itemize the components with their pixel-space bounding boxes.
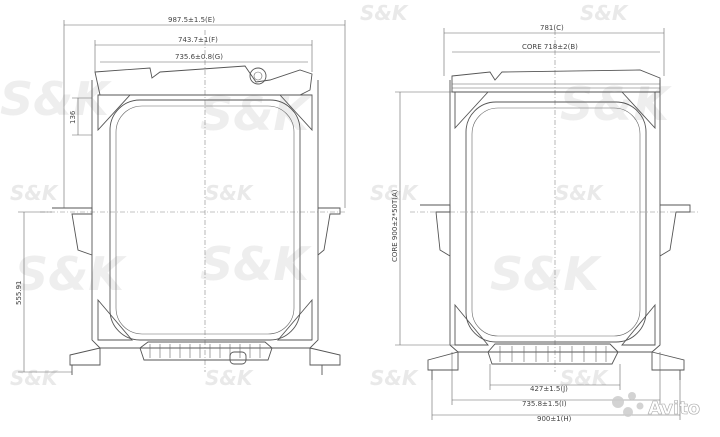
radiator-core-inner <box>115 105 295 335</box>
watermark: S&K <box>200 237 312 291</box>
dim-side-height-label: 555.91 <box>15 281 23 306</box>
watermark: S&K <box>370 366 419 390</box>
avito-badge: Avito <box>612 392 700 419</box>
dim-bottom-3-label: 900±1(H) <box>537 415 572 423</box>
watermark: S&K <box>205 181 254 205</box>
avito-dot-icon <box>628 392 636 400</box>
gusset-top-left <box>97 94 132 132</box>
watermark: S&K <box>370 181 419 205</box>
front-view: 987.5±1.5(E) 743.7±1(F) 735.6±0.8(G) 136… <box>15 16 346 375</box>
watermark: S&K <box>200 87 312 141</box>
side-view: 781(C) CORE 718±2(B) CORE 900±2*50T(A) 4… <box>391 24 700 423</box>
dim-core-width-label: CORE 718±2(B) <box>522 43 578 51</box>
dim-overall-depth-label: 781(C) <box>540 24 564 32</box>
avito-dot-icon <box>636 402 644 410</box>
mount-bracket-left <box>420 204 451 257</box>
gusset-bottom-right <box>621 303 656 346</box>
mount-bracket-left <box>52 207 93 256</box>
gusset-bottom-left <box>97 298 133 341</box>
dim-top-offset-label: 136 <box>69 110 77 124</box>
dim-bottom-1-label: 427±1.5(J) <box>530 385 568 393</box>
foot-left <box>69 347 101 366</box>
watermark: S&K <box>10 366 59 390</box>
dim-core-height-label: CORE 900±2*50T(A) <box>391 189 399 262</box>
foot-right <box>651 351 685 371</box>
radiator-core-inner <box>471 107 641 337</box>
dim-inner-width-label: 735.6±0.8(G) <box>175 53 223 61</box>
radiator-core <box>465 101 647 343</box>
avito-dot-icon <box>612 396 624 408</box>
dim-overall-width-label: 987.5±1.5(E) <box>168 16 215 24</box>
watermark: S&K <box>360 1 409 25</box>
bottom-tank <box>139 341 273 361</box>
mount-bracket-right <box>659 204 691 257</box>
watermark: S&K <box>580 1 629 25</box>
outer-frame <box>449 80 661 353</box>
bottom-tank <box>487 343 619 365</box>
dim-upper-width-label: 743.7±1(F) <box>178 36 218 44</box>
gusset-bottom-right <box>277 298 313 341</box>
top-tank-seam <box>452 83 660 89</box>
watermark: S&K <box>555 181 604 205</box>
top-tank <box>451 69 661 93</box>
outlet-pipe <box>229 351 247 365</box>
avito-logo-text: Avito <box>648 398 700 419</box>
filler-neck-inner <box>253 71 263 81</box>
gusset-top-right <box>278 94 313 132</box>
outer-frame <box>91 80 319 349</box>
gusset-bottom-left <box>454 303 489 346</box>
bottom-tank-ribs <box>149 344 261 358</box>
watermark: S&K <box>0 72 112 126</box>
foot-left <box>427 351 459 371</box>
watermark: S&K <box>560 77 672 131</box>
bottom-tank-ribs <box>499 346 607 362</box>
gusset-top-right <box>620 91 656 130</box>
watermark: S&K <box>490 247 602 301</box>
watermark-layer: S&K S&K S&K S&K S&K S&K S&K S&K S&K S&K … <box>0 1 672 390</box>
watermark: S&K <box>205 366 254 390</box>
watermark: S&K <box>15 247 127 301</box>
avito-dot-icon <box>623 407 633 417</box>
radiator-core <box>109 99 301 341</box>
filler-neck <box>249 67 267 85</box>
mount-bracket-right <box>317 207 341 256</box>
dim-bottom-2-label: 735.8±1.5(I) <box>522 400 567 408</box>
watermark: S&K <box>10 181 59 205</box>
watermark: S&K <box>560 366 609 390</box>
foot-right <box>309 347 341 366</box>
gusset-top-left <box>454 91 490 130</box>
